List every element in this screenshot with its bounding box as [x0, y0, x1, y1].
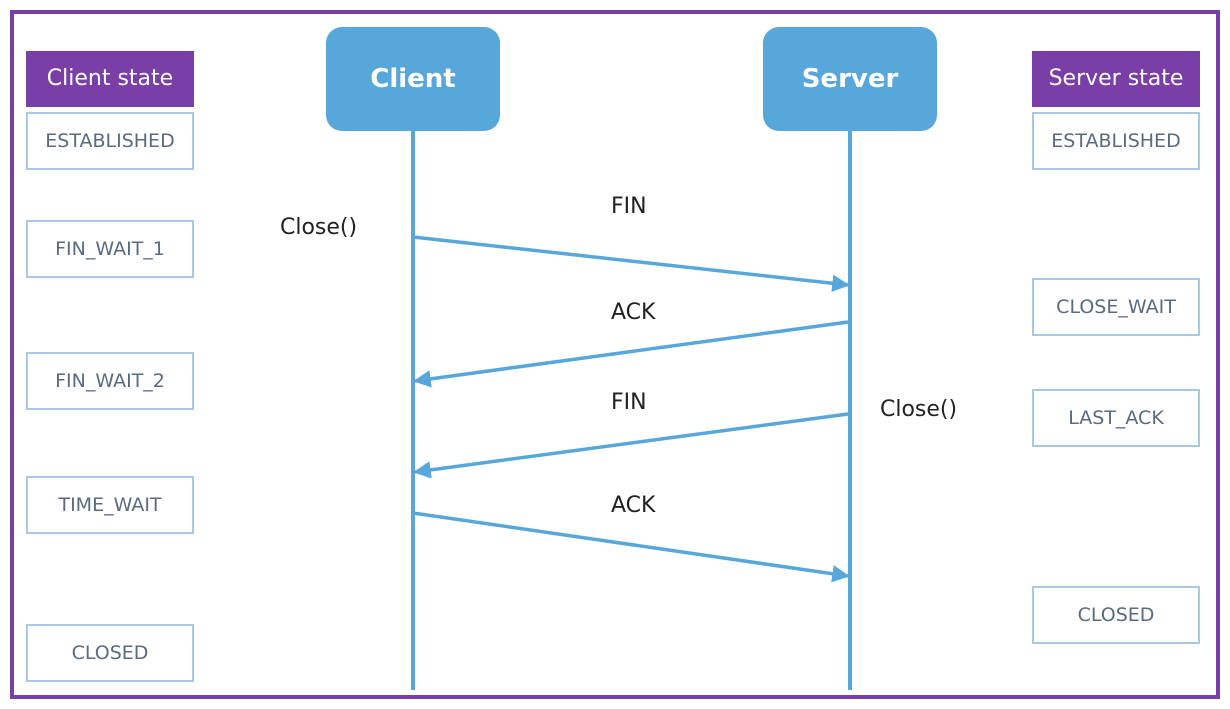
client-state-time-wait: TIME_WAIT — [26, 476, 194, 534]
server-close-call: Close() — [880, 397, 958, 422]
server-state-last-ack: LAST_ACK — [1032, 389, 1200, 447]
ack-arrow-client-to-server — [412, 511, 850, 583]
client-state-established: ESTABLISHED — [26, 112, 194, 170]
client-state-closed: CLOSED — [26, 624, 194, 682]
client-lifeline — [411, 125, 415, 690]
client-close-call: Close() — [280, 215, 358, 240]
fin-arrow-client-to-server — [412, 235, 850, 292]
server-state-closed: CLOSED — [1032, 586, 1200, 644]
ack-label-1: ACK — [611, 300, 656, 325]
client-state-fin-wait-1: FIN_WAIT_1 — [26, 220, 194, 278]
client-state-fin-wait-2: FIN_WAIT_2 — [26, 352, 194, 410]
ack-arrow-server-to-client — [413, 320, 849, 388]
server-lifeline — [848, 125, 852, 690]
server-state-header: Server state — [1032, 51, 1200, 107]
server-state-established: ESTABLISHED — [1032, 112, 1200, 170]
client-actor: Client — [326, 27, 500, 131]
server-actor: Server — [763, 27, 937, 131]
fin-label-1: FIN — [611, 194, 647, 219]
fin-label-2: FIN — [611, 390, 647, 415]
client-state-header: Client state — [26, 51, 194, 107]
fin-arrow-server-to-client — [413, 412, 849, 479]
ack-label-2: ACK — [611, 493, 656, 518]
server-state-close-wait: CLOSE_WAIT — [1032, 278, 1200, 336]
